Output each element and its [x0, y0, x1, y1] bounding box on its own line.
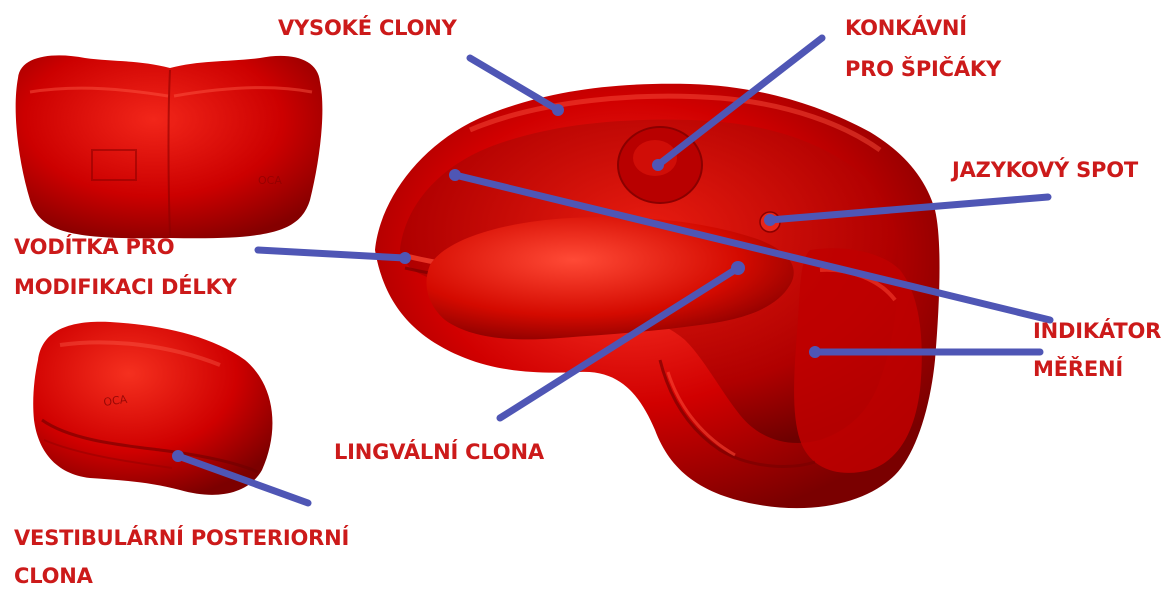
- label-vestibularni-line1: VESTIBULÁRNÍ POSTERIORNÍ: [14, 522, 349, 555]
- label-konkavni-line2: PRO ŠPIČÁKY: [845, 53, 1001, 86]
- dot-konkavni: [652, 159, 664, 171]
- front-view-guard: OCA: [16, 55, 323, 238]
- front-guard-logo: OCA: [258, 174, 282, 187]
- dot-vestibularni: [172, 450, 184, 462]
- label-vysoke-clony: VYSOKÉ CLONY: [278, 12, 457, 45]
- label-indikator-line1: INDIKÁTOR: [1033, 315, 1161, 348]
- dot-vysoke-clony: [552, 104, 564, 116]
- side-view-guard: OCA: [33, 322, 272, 495]
- label-jazykovy-spot: JAZYKOVÝ SPOT: [952, 154, 1138, 187]
- label-voditka-line2: MODIFIKACI DÉLKY: [14, 271, 237, 304]
- dot-indikator: [449, 169, 461, 181]
- dot-lingvalni: [731, 261, 745, 275]
- label-voditka-line1: VODÍTKA PRO: [14, 231, 174, 264]
- leader-vysoke-clony: [470, 58, 558, 110]
- dot-jazykovy-spot: [764, 214, 776, 226]
- label-vestibularni-line2: CLONA: [14, 560, 93, 593]
- label-indikator-line2: MĚŘENÍ: [1033, 353, 1123, 386]
- dot-indikator-short: [809, 346, 821, 358]
- dot-voditka: [399, 252, 411, 264]
- label-lingvalni-clona: LINGVÁLNÍ CLONA: [334, 436, 544, 469]
- label-konkavni-line1: KONKÁVNÍ: [845, 12, 967, 45]
